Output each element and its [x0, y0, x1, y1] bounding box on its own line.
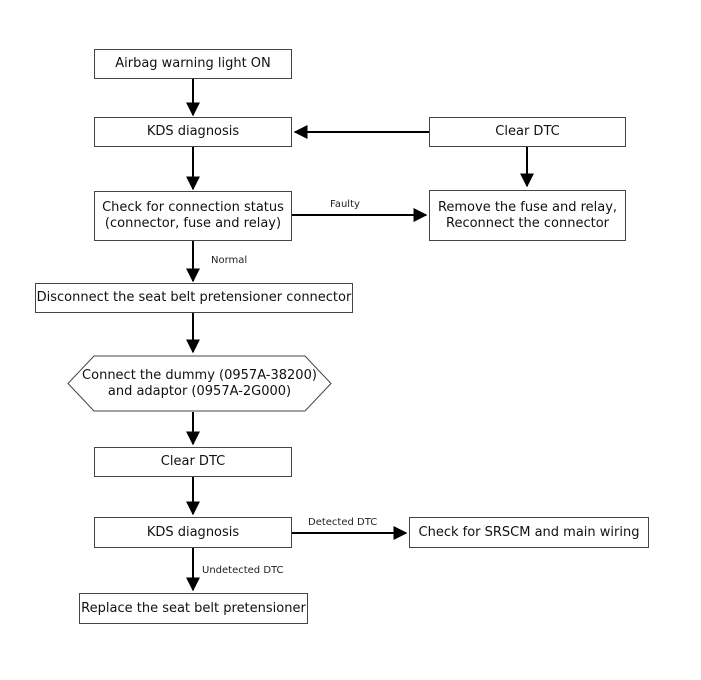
step-replace-pretensioner: Replace the seat belt pretensioner	[79, 593, 308, 624]
step-clear-dtc-right: Clear DTC	[429, 117, 626, 147]
step-clear-dtc-2: Clear DTC	[94, 447, 292, 477]
step-remove-fuse-line2: Reconnect the connector	[446, 215, 609, 231]
step-disconnect-pretensioner: Disconnect the seat belt pretensioner co…	[35, 283, 353, 313]
step-kds-diagnosis-2-text: KDS diagnosis	[146, 524, 240, 540]
step-kds-diagnosis-1-text: KDS diagnosis	[146, 124, 240, 139]
step-check-srscm-text: Check for SRSCM and main wiring	[418, 524, 640, 540]
step-clear-dtc-2-text: Clear DTC	[160, 454, 226, 469]
hexagon-shape	[67, 355, 332, 412]
step-connect-dummy-line2: and adaptor (0957A-2G000)	[107, 383, 292, 399]
step-kds-diagnosis-2: KDS diagnosis	[94, 517, 292, 548]
step-remove-fuse: Remove the fuse and relay, Reconnect the…	[429, 190, 626, 241]
label-normal: Normal	[211, 255, 248, 266]
step-check-connection-line2: (connector, fuse and relay)	[104, 216, 282, 231]
step-connect-dummy: Connect the dummy (0957A-38200) and adap…	[67, 355, 332, 412]
step-check-connection: Check for connection status (connector, …	[94, 191, 292, 241]
step-check-connection-line1: Check for connection status	[102, 200, 284, 215]
step-airbag-light-text: Airbag warning light ON	[115, 56, 271, 71]
step-connect-dummy-line1: Connect the dummy (0957A-38200)	[82, 367, 317, 383]
step-replace-pretensioner-text: Replace the seat belt pretensioner	[81, 600, 306, 616]
label-detected-dtc: Detected DTC	[308, 517, 378, 528]
step-clear-dtc-right-text: Clear DTC	[495, 124, 560, 139]
step-remove-fuse-line1: Remove the fuse and relay,	[437, 199, 618, 215]
step-airbag-light: Airbag warning light ON	[94, 49, 292, 79]
step-connect-dummy-text: Connect the dummy (0957A-38200) and adap…	[67, 355, 332, 412]
step-disconnect-pretensioner-text: Disconnect the seat belt pretensioner co…	[36, 290, 352, 305]
step-kds-diagnosis-1: KDS diagnosis	[94, 117, 292, 147]
label-faulty: Faulty	[330, 199, 360, 210]
label-undetected-dtc: Undetected DTC	[202, 565, 284, 576]
step-check-srscm: Check for SRSCM and main wiring	[409, 517, 649, 548]
